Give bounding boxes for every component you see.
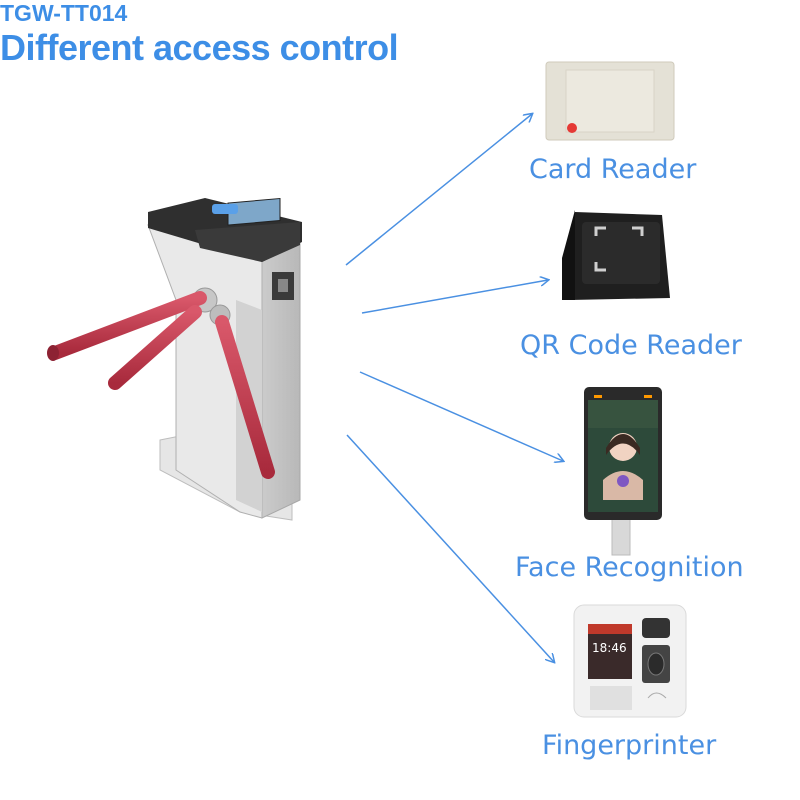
label-face-recognition: Face Recognition: [515, 552, 744, 583]
label-qr-code-reader: QR Code Reader: [520, 330, 742, 361]
card-reader-icon: [545, 61, 675, 141]
arrow-qr-reader: [361, 280, 548, 314]
arrow-fingerprinter: [346, 434, 554, 662]
arrows: [345, 114, 563, 662]
arrow-face-recognition: [359, 371, 563, 461]
arrow-card-reader: [345, 114, 532, 266]
product-tagline: Different access control: [0, 27, 399, 68]
product-model: TGW-TT014: [0, 0, 128, 26]
turnstile-image: [47, 197, 302, 521]
face-terminal-icon: [584, 387, 662, 556]
fingerprint-screen-time: 18:46: [592, 641, 627, 655]
qr-reader-icon: [562, 210, 670, 300]
label-card-reader: Card Reader: [529, 154, 697, 185]
label-fingerprinter: Fingerprinter: [542, 730, 717, 761]
fingerprint-terminal-icon: [573, 604, 687, 718]
